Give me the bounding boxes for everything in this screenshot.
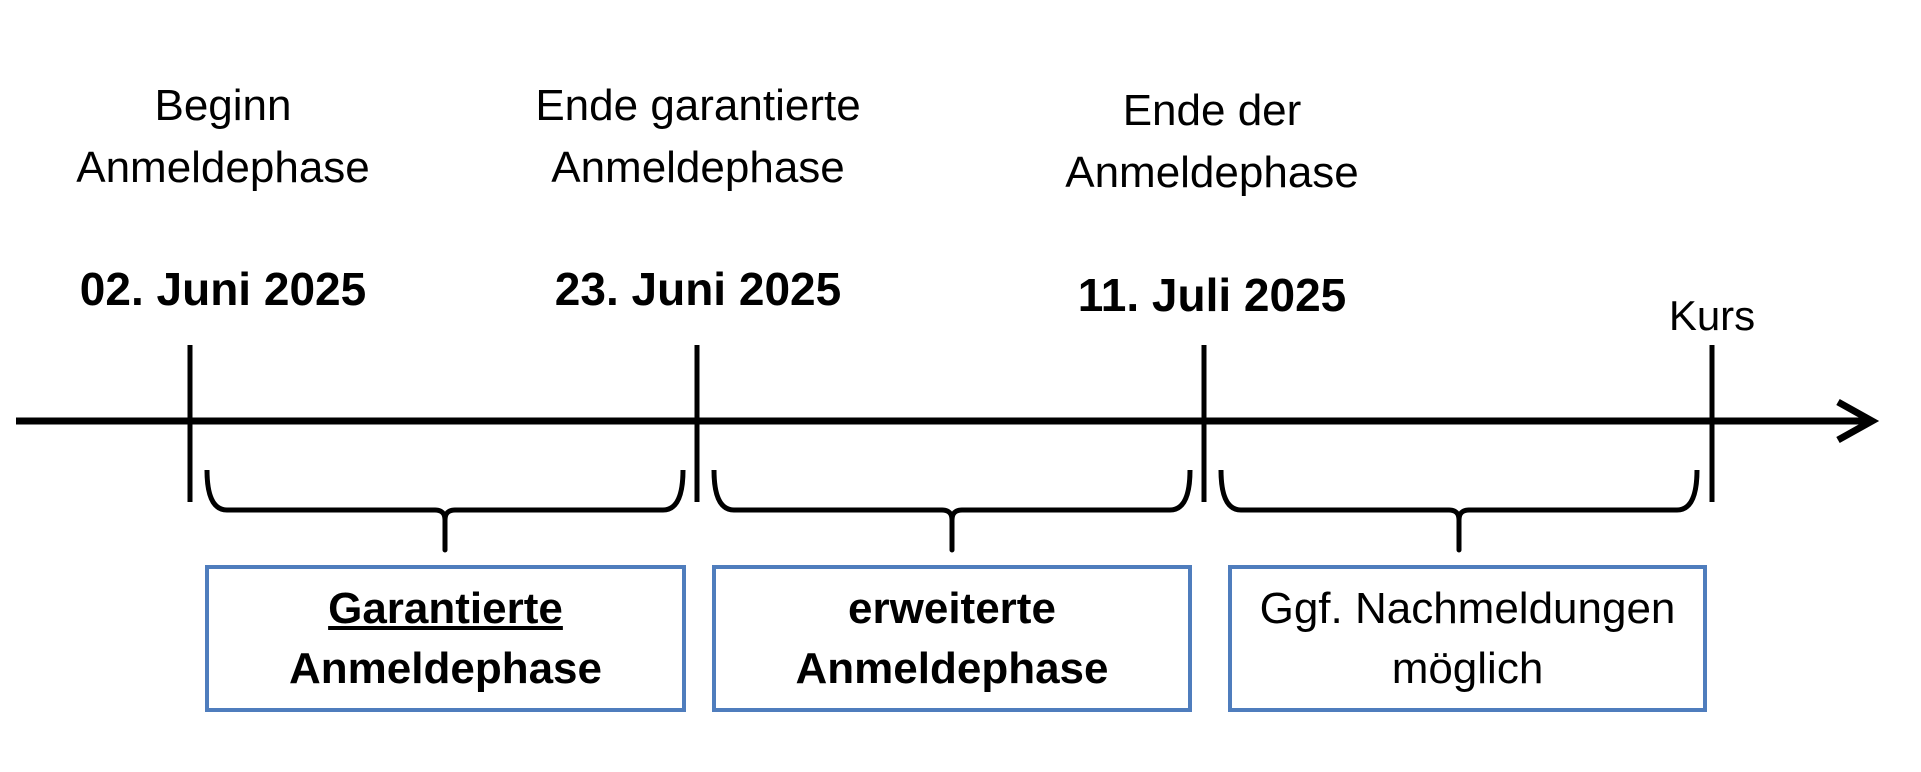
phase-guaranteed-line1: Garantierte [328,583,563,633]
milestone-start-date: 02. Juni 2025 [79,263,367,315]
phase-late-line1: Ggf. Nachmeldungen [1259,583,1676,633]
phase-box-extended: erweiterte Anmeldephase [712,565,1192,712]
phase-extended-line1: erweiterte [848,583,1056,633]
timeline-arrowhead [1836,398,1880,444]
milestone-registration-end-date: 11. Juli 2025 [1077,269,1347,321]
milestone-registration-end-label: Ende der Anmeldephase [1002,80,1422,204]
brace-extended [711,469,1193,553]
phase-box-guaranteed: Garantierte Anmeldephase [205,565,686,712]
phase-box-late-registration: Ggf. Nachmeldungen möglich [1228,565,1707,712]
milestone-registration-end-line1: Ende der [1122,86,1302,135]
milestone-start-line2: Anmeldephase [76,143,370,192]
milestone-guaranteed-end-label: Ende garantierte Anmeldephase [488,75,908,199]
milestone-guaranteed-end-line2: Anmeldephase [551,143,845,192]
milestone-start-line1: Beginn [154,81,292,130]
phase-late-line2: möglich [1391,643,1544,693]
brace-guaranteed [204,469,686,553]
milestone-guaranteed-end-line1: Ende garantierte [535,81,861,130]
milestone-start-label: Beginn Anmeldephase [13,75,433,199]
milestone-guaranteed-end-date: 23. Juni 2025 [554,263,842,315]
brace-late [1218,469,1700,553]
course-label: Kurs [1668,292,1756,339]
phase-extended-line2: Anmeldephase [795,643,1109,693]
phase-guaranteed-line2: Anmeldephase [289,643,602,693]
milestone-registration-end-line2: Anmeldephase [1065,148,1359,197]
